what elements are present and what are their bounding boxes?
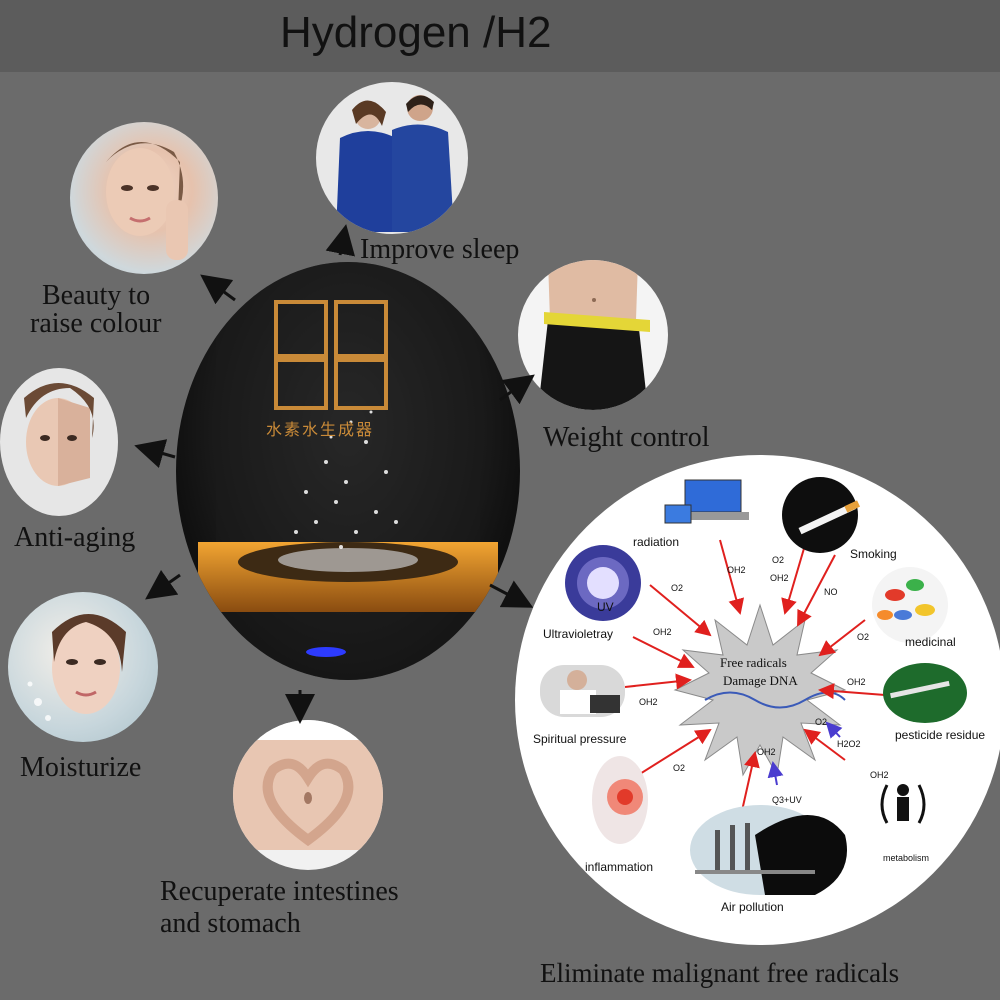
beauty-photo [70,122,218,274]
water-face-icon [27,614,126,721]
center-text-1: Free radicals [720,655,787,670]
arrow-weight [499,374,535,405]
stressed-person-icon [540,665,625,717]
chem-oh-pesticide: OH2 [847,677,866,687]
source-air: Air pollution [721,900,784,914]
source-medicinal: medicinal [905,635,956,649]
chem-oh-metab: OH2 [870,770,889,780]
page-title: Hydrogen /H2 [280,8,552,57]
beauty-face-icon [106,142,188,260]
face-split-icon [24,383,94,486]
waist-tape-icon [538,260,650,410]
source-inflammation: inflammation [585,860,654,874]
beauty-label-2: raise colour [30,308,162,339]
beauty-label-1: Beauty to [42,280,151,311]
sleep-photo [316,82,468,234]
grass-field-icon [883,663,967,723]
antiaging-photo [0,368,118,516]
chem-h2o2-metab: H2O2 [837,739,861,749]
intestine-label-2: and stomach [160,908,301,939]
arrow-antiaging [134,439,176,469]
chem-oh-spiritual: OH2 [639,697,658,707]
chem-oh-air: OH2 [757,747,776,757]
hydrogen-bottle-photo: 水素水生成器 [176,262,520,680]
chem-o2-metab: O2 [815,717,828,727]
title-bar [0,0,1000,72]
moisturize-photo [8,592,158,742]
arrow-beauty [200,274,236,305]
free-radical-graphic [540,477,967,895]
heart-hands-icon [233,720,383,850]
source-pesticide: pesticide residue [895,728,986,742]
laptop-icon [664,479,749,524]
arrow-moisturize [145,569,181,600]
uv-burst-icon [565,545,641,621]
sleeping-people-icon [336,95,454,232]
chem-o2-inflam: O2 [673,763,686,773]
cigarette-icon [782,477,861,553]
pills-icon [872,567,948,643]
center-text-2: Damage DNA [723,673,798,688]
source-ultraviolet: Ultravioletray [543,627,614,641]
arrow-sleep [325,224,356,257]
intestine-photo [233,720,383,870]
source-spiritual: Spiritual pressure [533,732,627,746]
chem-o2-medicinal: O2 [857,632,870,642]
source-smoking: Smoking [850,547,897,561]
free-radical-diagram: Free radicals Damage DNA radiation Smoki… [515,455,1000,945]
uv-icon-label: UV [597,600,614,614]
chem-o3uv-air: Q3+UV [772,795,802,805]
chem-no-smoking: NO [824,587,838,597]
chem-oh-uv: OH2 [653,627,672,637]
weight-label: Weight control [543,422,710,453]
bottle-logo-text: 水素水生成器 [266,420,375,439]
arrow-freeradicals [489,580,534,608]
chem-oh-smoking: OH2 [770,573,789,583]
inflamed-joint-icon [592,756,648,844]
intestine-label-1: Recuperate intestines [160,876,399,907]
chem-o2-uv: O2 [671,583,684,593]
chem-o2-smoking: O2 [772,555,785,565]
weight-photo [518,260,668,410]
source-metabolism: metabolism [883,853,930,863]
factory-smoke-icon [690,805,847,895]
chem-oh-radiation: OH2 [727,565,746,575]
source-radiation: radiation [633,535,680,549]
antiaging-label: Anti-aging [14,522,136,553]
sleep-label: Improve sleep [360,234,520,265]
free-radical-caption: Eliminate malignant free radicals [540,958,900,988]
moisturize-label: Moisturize [20,752,142,783]
metabolism-person-icon [880,784,926,824]
bottle-bubbles-icon [198,262,498,680]
